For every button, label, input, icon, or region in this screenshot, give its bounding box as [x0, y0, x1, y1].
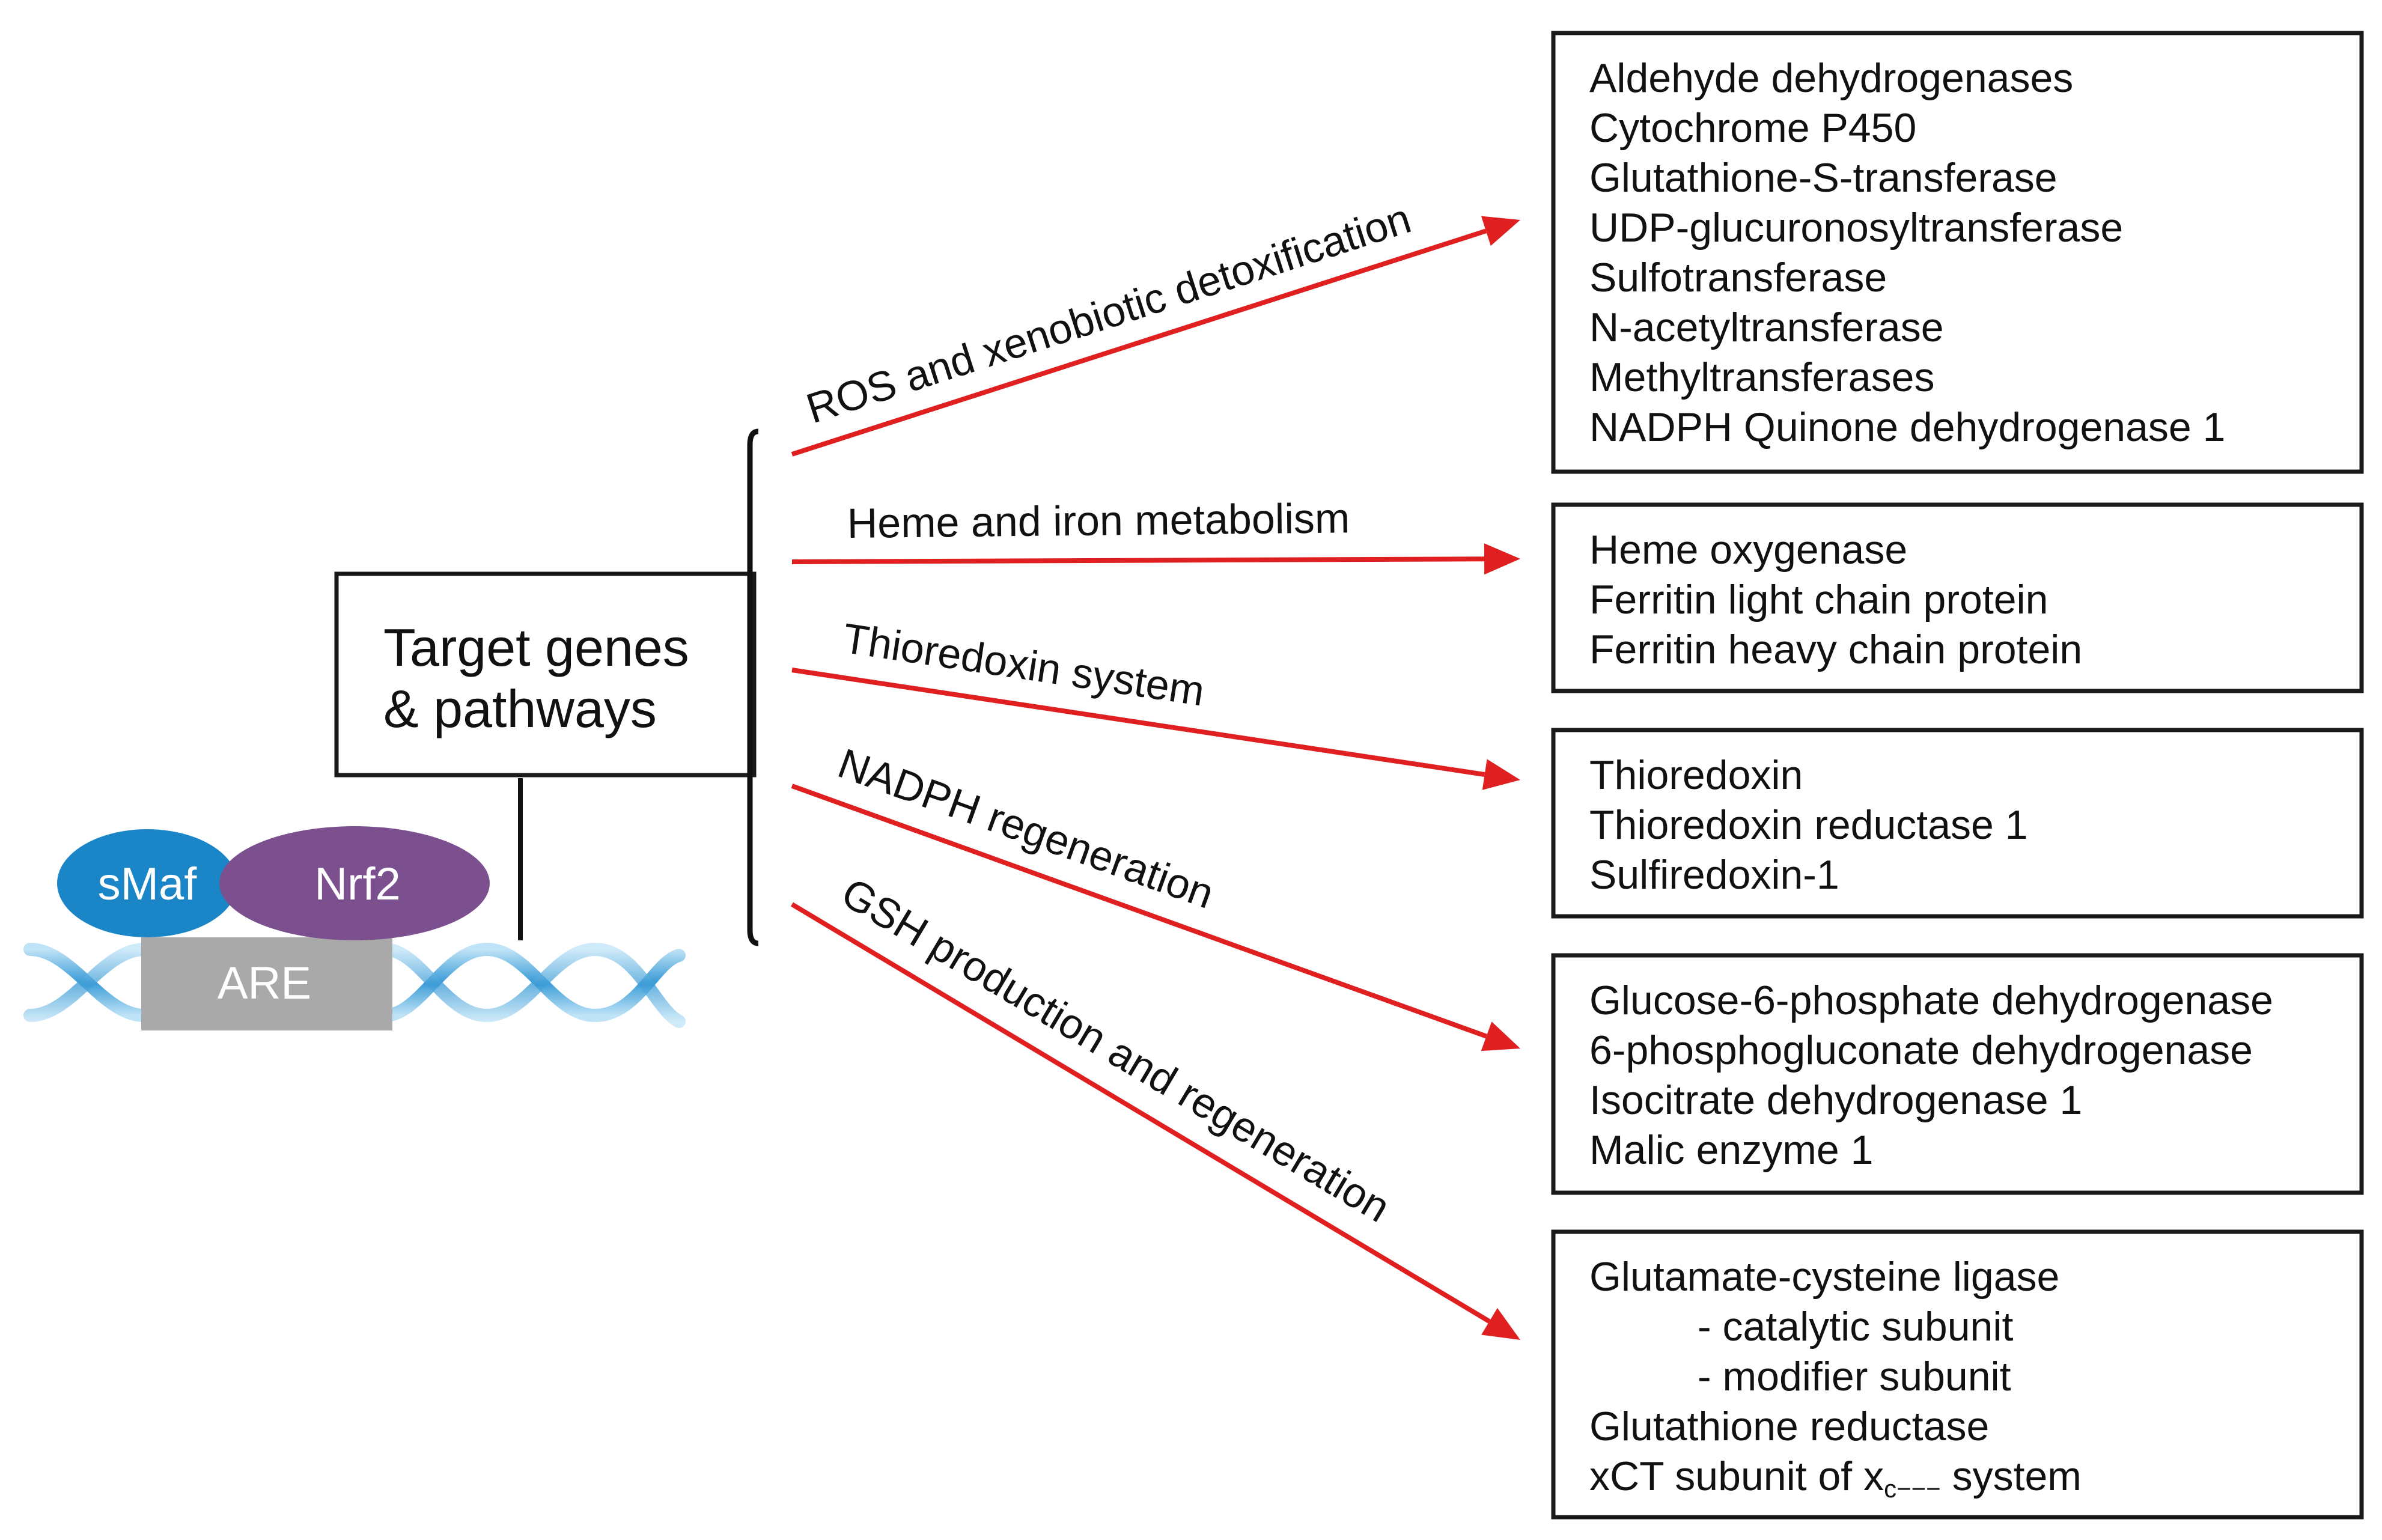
gene-item: Isocitrate dehydrogenase 1: [1589, 1077, 2082, 1123]
pathway-label: ROS and xenobiotic detoxification: [801, 195, 1416, 432]
gene-item: Glucose-6-phosphate dehydrogenase: [1589, 978, 2273, 1023]
gene-item: xCT subunit of xc−−− system: [1589, 1453, 2082, 1503]
pathway-label: Heme and iron metabolism: [847, 495, 1350, 547]
target-genes-title-line2: & pathways: [383, 679, 657, 738]
gene-item: - catalytic subunit: [1698, 1304, 2013, 1350]
gene-item: Thioredoxin: [1589, 752, 1803, 798]
gene-item: Thioredoxin reductase 1: [1589, 802, 2028, 848]
gene-item: Glutathione reductase: [1589, 1404, 1989, 1449]
pathway-arrow: [791, 784, 1487, 1039]
gene-item: Ferritin light chain protein: [1589, 577, 2048, 622]
gene-item: Heme oxygenase: [1589, 527, 1907, 573]
are-label: ARE: [218, 958, 311, 1009]
gene-item: UDP-glucuronosyltransferase: [1589, 205, 2123, 251]
gene-item: Glutathione-S-transferase: [1589, 155, 2058, 201]
gene-item: Sulfotransferase: [1589, 255, 1887, 300]
pathway-label: GSH production and regeneration: [833, 869, 1398, 1231]
pathway-arrow: [790, 902, 1491, 1324]
target-genes-box: [334, 571, 757, 778]
gene-item: Methyltransferases: [1589, 355, 1934, 400]
gene-item: 6-phosphogluconate dehydrogenase: [1589, 1027, 2253, 1073]
arrow-head: [1481, 216, 1520, 246]
smaf-label: sMaf: [98, 859, 198, 910]
gene-box: [1551, 1229, 2364, 1520]
gene-item: NADPH Quinone dehydrogenase 1: [1589, 404, 2225, 450]
gene-box: [1551, 953, 2364, 1195]
pathway-arrow: [791, 228, 1487, 457]
arrow-head: [1481, 1021, 1520, 1052]
smaf-oval: [57, 829, 237, 937]
gene-item: Sulfiredoxin-1: [1589, 852, 1839, 898]
dna-complex: ARE sMaf Nrf2: [23, 826, 686, 1030]
gene-item: Aldehyde dehydrogenases: [1589, 55, 2073, 101]
nrf2-oval: [219, 826, 490, 940]
pathway-arrow: [791, 556, 1485, 564]
gene-item: Malic enzyme 1: [1589, 1127, 1873, 1173]
gene-item: Cytochrome P450: [1589, 105, 1916, 151]
arrow-head: [1481, 1307, 1520, 1340]
gene-box: [1551, 31, 2364, 474]
pathway-label: Thioredoxin system: [840, 615, 1208, 715]
arrow-head: [1484, 543, 1520, 575]
arrow-head: [1482, 759, 1520, 790]
gene-item: N-acetyltransferase: [1589, 305, 1944, 350]
gene-item: - modifier subunit: [1698, 1354, 2011, 1399]
gene-item: Glutamate-cysteine ligase: [1589, 1254, 2059, 1300]
pathway-arrow: [791, 668, 1485, 777]
target-genes-title-line1: Target genes: [383, 618, 689, 677]
are-block: [141, 937, 392, 1030]
gene-item: Ferritin heavy chain protein: [1589, 627, 2082, 672]
gene-box: [1551, 502, 2364, 693]
nrf2-label: Nrf2: [314, 859, 401, 910]
pathway-bracket: [747, 428, 759, 946]
gene-box: [1551, 728, 2364, 919]
